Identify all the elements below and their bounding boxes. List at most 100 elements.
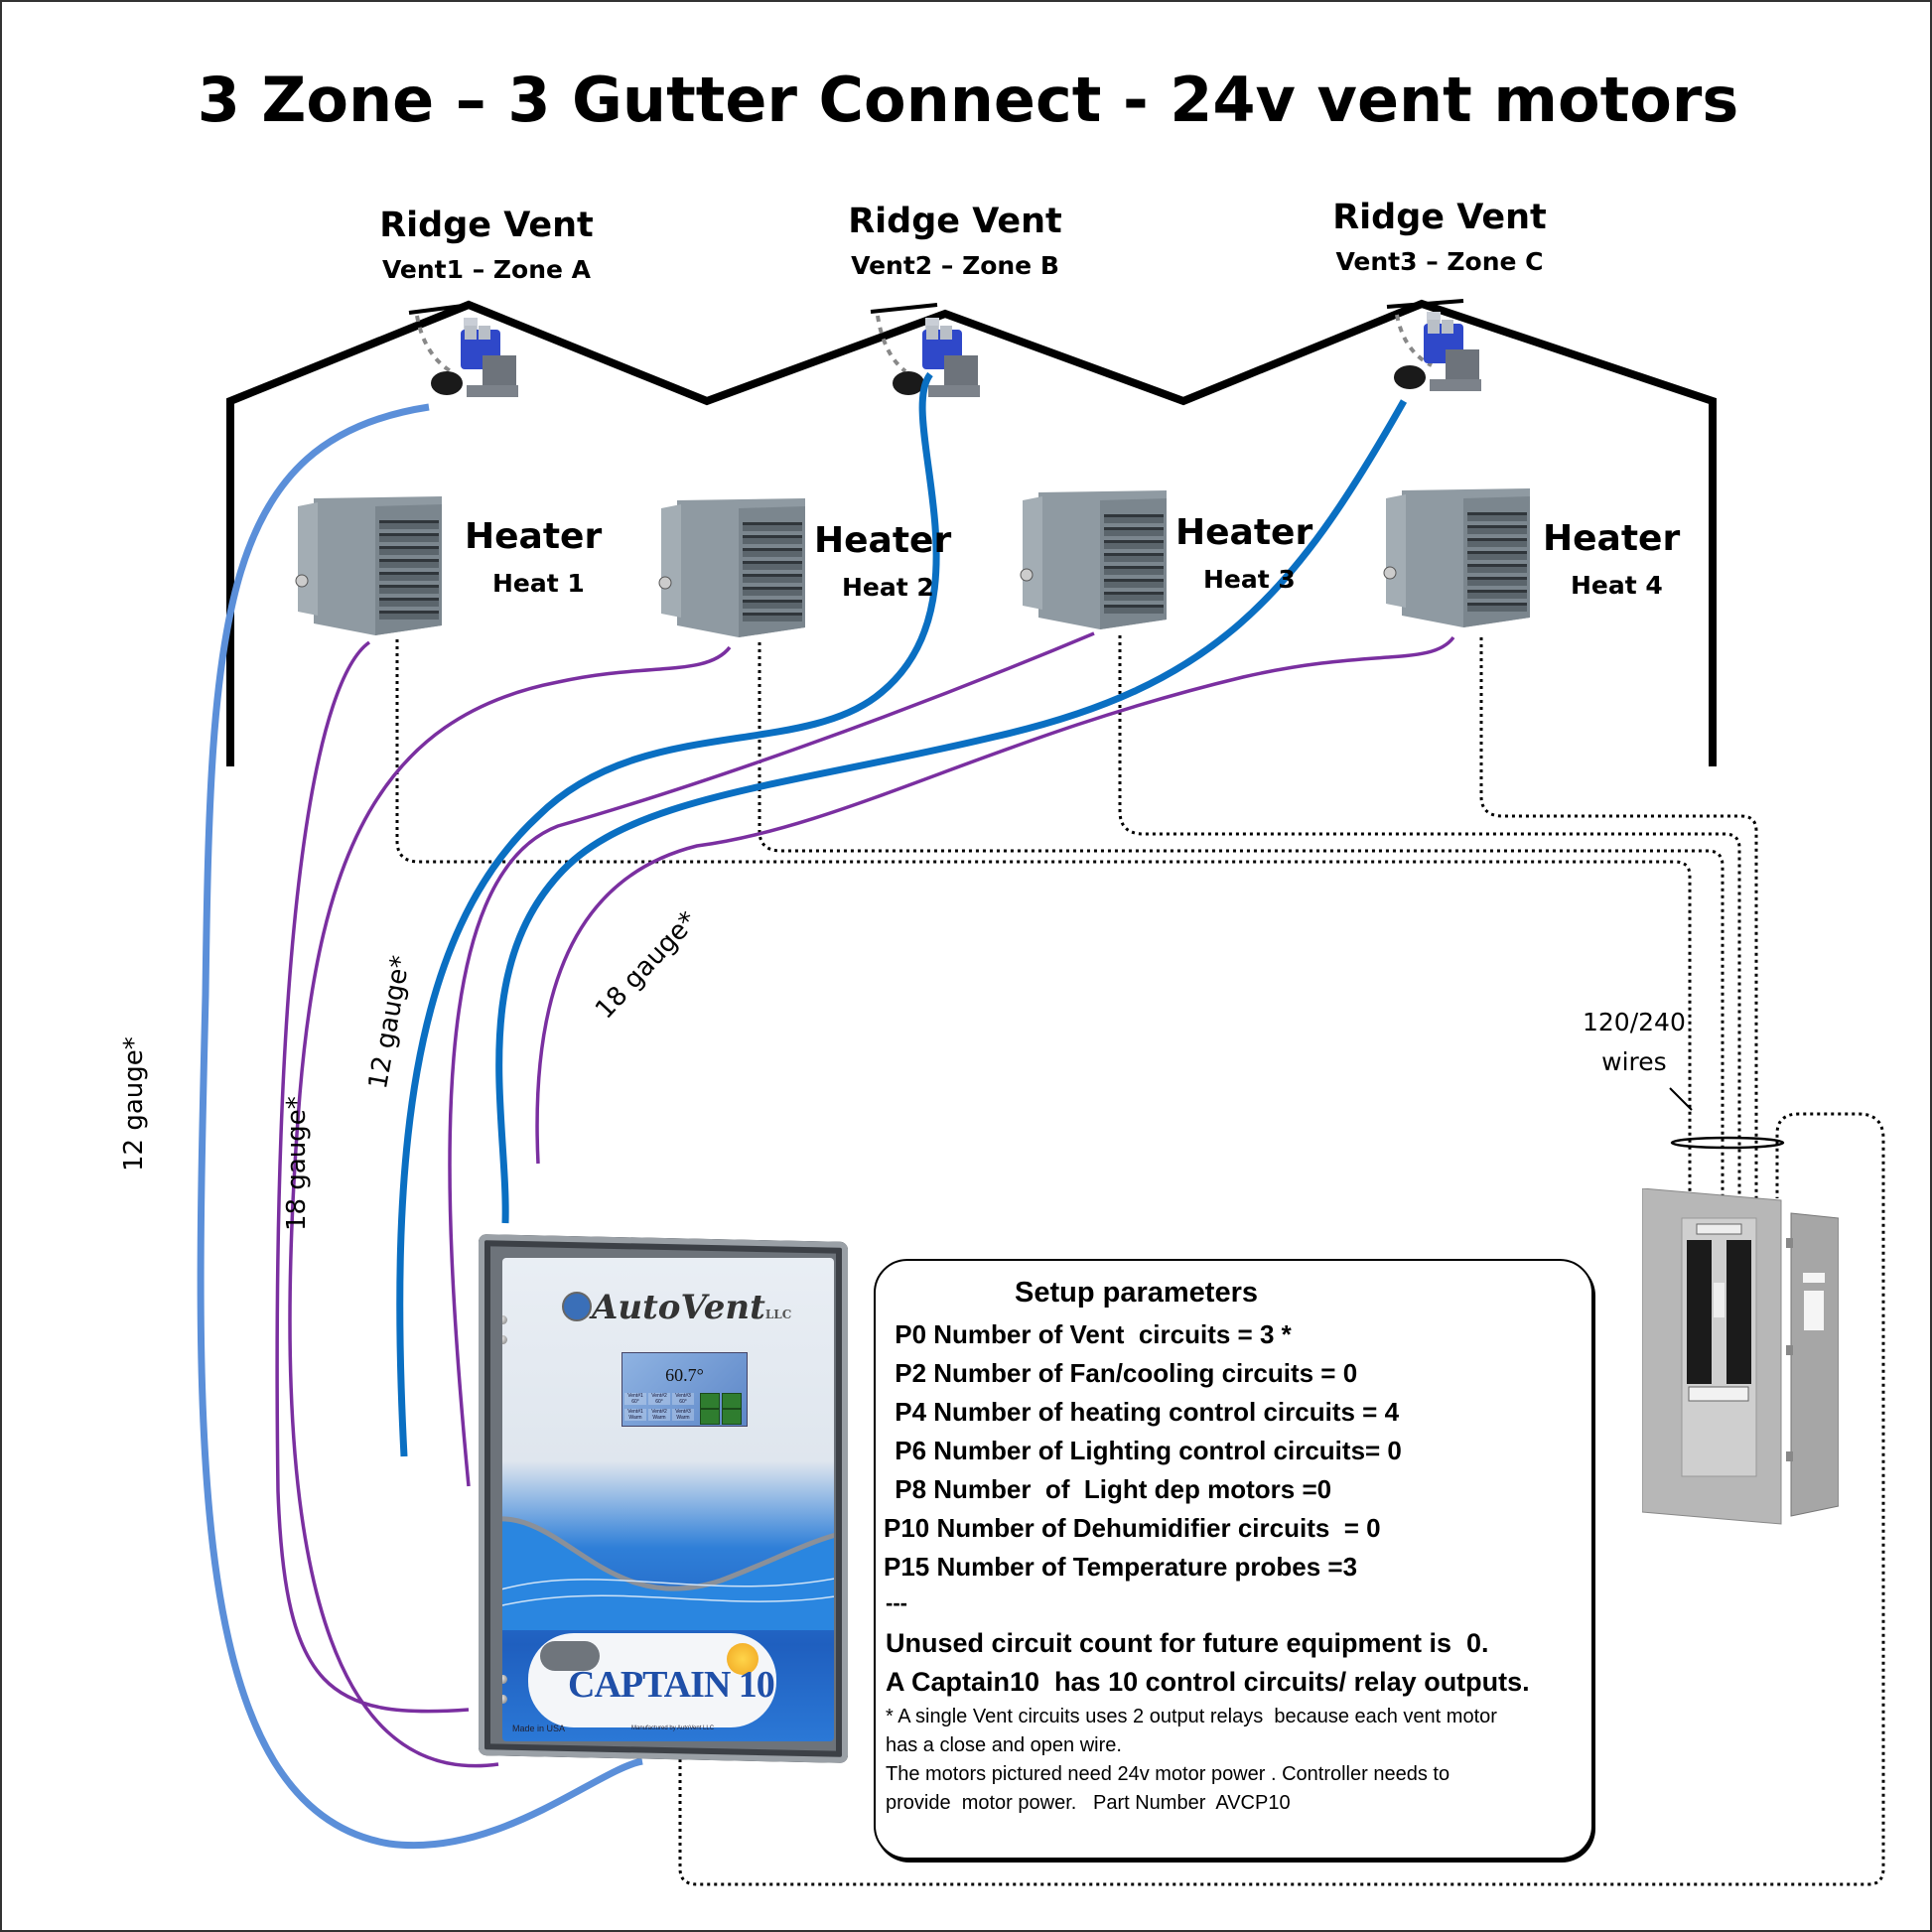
screen-vent-cell: Vent#2 Warm — [648, 1409, 670, 1421]
unit-heater-icon — [658, 498, 805, 637]
unit-heater-icon — [1020, 490, 1167, 629]
page-title: 3 Zone – 3 Gutter Connect - 24v vent mot… — [197, 64, 1739, 136]
vent-open-arc-1 — [415, 315, 453, 373]
electrical-breaker-panel — [1642, 1188, 1839, 1525]
vent-label-1: Ridge Vent Vent1 – Zone A — [328, 206, 645, 284]
gauge-label-heat1: 18 gauge* — [282, 1096, 312, 1231]
controller-wave-graphic — [502, 1516, 834, 1630]
screw-icon — [502, 1675, 507, 1684]
screen-green-button[interactable] — [722, 1393, 742, 1409]
screen-vent-cell: Vent#1 Warm — [624, 1409, 646, 1421]
power-wires-label: 120/240 wires — [1583, 1003, 1686, 1082]
screw-icon — [502, 1695, 507, 1704]
controller-touchscreen[interactable]: 60.7° Vent#1 60° Vent#2 60° Vent#3 60° V… — [621, 1352, 748, 1427]
vent-zone: Vent2 – Zone B — [851, 251, 1059, 280]
screen-green-button[interactable] — [700, 1409, 720, 1425]
power-wire-heat4 — [1479, 637, 1758, 1198]
vent-open-arc-2 — [876, 315, 907, 373]
heater-name: Heater — [1175, 512, 1313, 553]
note-line: has a close and open wire. — [886, 1734, 1122, 1756]
heater-label-3: Heater Heat 3 — [1175, 512, 1312, 594]
heater-id: Heat 4 — [1571, 571, 1663, 600]
sun-icon — [727, 1643, 759, 1675]
brand-name: AutoVent — [592, 1288, 765, 1327]
power-wire-heat3 — [1118, 635, 1741, 1198]
vent-motor-icon — [893, 318, 980, 397]
autovent-logo-icon — [562, 1292, 592, 1321]
unused-circuits-text: Unused circuit count for future equipmen… — [886, 1628, 1489, 1658]
power-wire-heat1 — [395, 639, 1692, 1198]
heater-label-1: Heater Heat 1 — [465, 516, 602, 598]
wire-bundle-pointer — [1669, 1087, 1693, 1111]
unit-heater-icon — [295, 496, 442, 635]
heat-wire-4 — [535, 635, 1455, 1165]
vent-wire-1 — [197, 403, 643, 1850]
vent-label-3: Ridge Vent Vent3 – Zone C — [1281, 198, 1598, 276]
vent-wire-3 — [495, 399, 1408, 1224]
param-row: P15 Number of Temperature probes =3 — [884, 1552, 1358, 1582]
param-row: P0 Number of Vent circuits = 3 * — [888, 1319, 1292, 1349]
gauge-label-vent1: 12 gauge* — [119, 1036, 149, 1172]
heater-name: Heater — [465, 516, 603, 557]
controller-face: AutoVentLLC 60.7° Vent#1 60° Vent#2 60° … — [502, 1258, 834, 1741]
heater-label-2: Heater Heat 2 — [814, 520, 951, 602]
param-row: P6 Number of Lighting control circuits= … — [888, 1436, 1402, 1465]
power-voltage: 120/240 — [1583, 1008, 1686, 1036]
vent-motor-icon — [1394, 312, 1481, 391]
power-wire-controller — [678, 1112, 1885, 1886]
vent-motor-icon — [431, 318, 518, 397]
unit-heater-icon — [1383, 488, 1530, 627]
vent-name: Ridge Vent — [379, 206, 594, 245]
screen-temperature: 60.7° — [665, 1365, 704, 1385]
heat-wire-1 — [275, 640, 470, 1714]
capacity-text: A Captain10 has 10 control circuits/ rel… — [886, 1667, 1530, 1697]
heat-wire-3 — [448, 631, 1095, 1487]
heater-id: Heat 1 — [492, 569, 585, 598]
note-line: provide motor power. Part Number AVCP10 — [886, 1792, 1291, 1814]
heat-wire-2 — [288, 645, 732, 1768]
separator: --- — [886, 1590, 907, 1615]
controller-brand: AutoVentLLC — [592, 1288, 791, 1327]
captain10-badge: CAPTAIN 10 — [528, 1633, 776, 1727]
heater-name: Heater — [1543, 518, 1681, 559]
ridge-vent-flap-1 — [408, 303, 472, 315]
greenhouse-roof-outline — [226, 299, 1717, 766]
param-row: P10 Number of Dehumidifier circuits = 0 — [884, 1513, 1381, 1543]
setup-title: Setup parameters — [1015, 1277, 1258, 1309]
ridge-vent-flap-2 — [870, 303, 938, 314]
screen-vent-cell: Vent#3 Warm — [672, 1409, 694, 1421]
manufacturer-text: Manufactured by AutoVent LLC — [631, 1725, 715, 1731]
note-line: The motors pictured need 24v motor power… — [886, 1763, 1450, 1785]
model-name: CAPTAIN 10 — [568, 1664, 775, 1706]
vent-name: Ridge Vent — [1332, 198, 1547, 237]
brand-suffix: LLC — [764, 1308, 792, 1321]
param-row: P2 Number of Fan/cooling circuits = 0 — [888, 1358, 1358, 1388]
ridge-vent-flap-3 — [1386, 299, 1464, 309]
heater-id: Heat 3 — [1203, 565, 1296, 594]
wire-bundle-ring — [1670, 1136, 1785, 1150]
param-row: P8 Number of Light dep motors =0 — [888, 1474, 1332, 1504]
power-wire-heat2 — [758, 642, 1725, 1198]
param-row: P4 Number of heating control circuits = … — [888, 1397, 1400, 1427]
made-in-usa: Made in USA — [512, 1724, 566, 1733]
vent-zone: Vent1 – Zone A — [381, 255, 592, 284]
vent-wire-2 — [396, 371, 940, 1457]
vent-zone: Vent3 – Zone C — [1335, 247, 1544, 276]
heater-name: Heater — [814, 520, 952, 561]
note-line: * A single Vent circuits uses 2 output r… — [886, 1706, 1497, 1727]
vent-name: Ridge Vent — [848, 202, 1062, 241]
storm-cloud-icon — [540, 1641, 600, 1671]
power-wires-text: wires — [1601, 1047, 1667, 1076]
screen-green-button[interactable] — [722, 1409, 742, 1425]
screen-green-button[interactable] — [700, 1393, 720, 1409]
captain10-controller: AutoVentLLC 60.7° Vent#1 60° Vent#2 60° … — [479, 1234, 848, 1763]
screw-icon — [502, 1335, 507, 1344]
screen-vent-cell: Vent#2 60° — [648, 1393, 670, 1405]
heater-id: Heat 2 — [842, 573, 934, 602]
setup-parameters-box: Setup parameters P0 Number of Vent circu… — [874, 1259, 1593, 1860]
screen-vent-cell: Vent#3 60° — [672, 1393, 694, 1405]
screen-vent-cell: Vent#1 60° — [624, 1393, 646, 1405]
heater-label-4: Heater Heat 4 — [1543, 518, 1680, 600]
